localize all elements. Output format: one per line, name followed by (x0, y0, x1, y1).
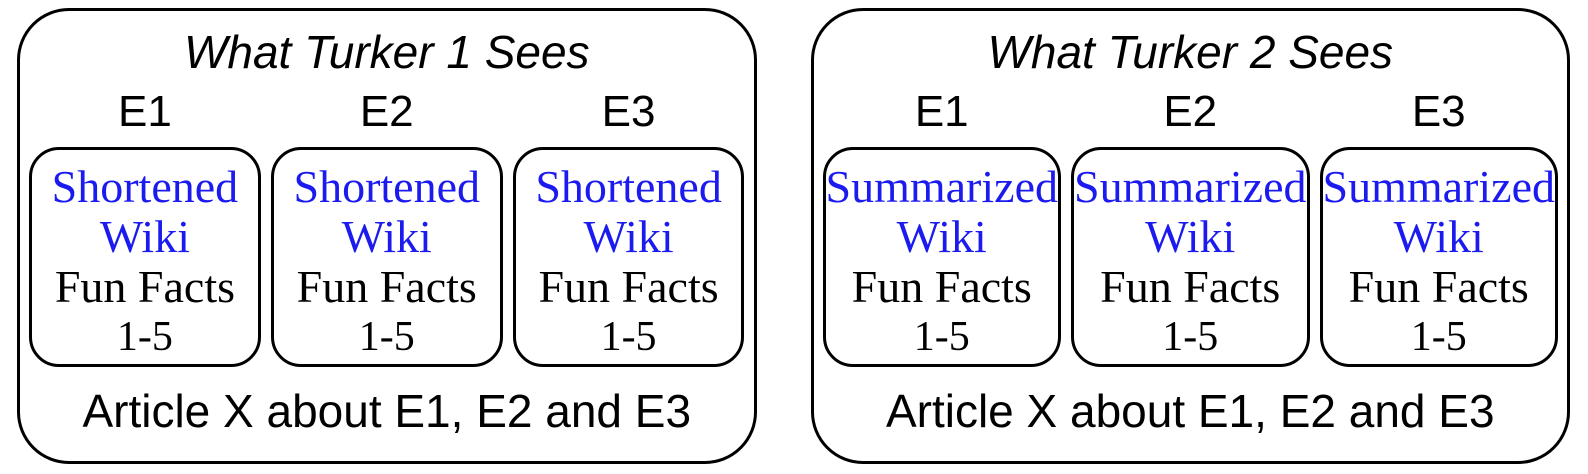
entity-label-e2: E2 (359, 87, 414, 136)
turker-1-panel: What Turker 1 Sees E1 Shortened Wiki Fun… (17, 8, 757, 464)
entity-label-e3: E3 (601, 87, 656, 136)
entity-card-e1: Summarized Wiki Fun Facts 1-5 (822, 147, 1061, 367)
wiki-text-line2: Wiki (1393, 211, 1484, 262)
wiki-text-line1: Shortened (293, 161, 480, 212)
turker-1-entity-columns: E1 Shortened Wiki Fun Facts 1-5 E2 Short… (20, 79, 754, 367)
fun-facts-range: 1-5 (358, 314, 415, 360)
fun-facts-range: 1-5 (1410, 314, 1467, 360)
entity-label-e1: E1 (118, 87, 172, 136)
wiki-text-line1: Summarized (1074, 161, 1307, 212)
wiki-text-line1: Summarized (1322, 161, 1556, 212)
wiki-text-line1: Summarized (825, 161, 1059, 212)
entity-card-e3: Shortened Wiki Fun Facts 1-5 (512, 147, 745, 367)
wiki-text-line2: Wiki (341, 211, 432, 262)
entity-card-e2: Shortened Wiki Fun Facts 1-5 (270, 147, 503, 367)
entity-label-e1: E1 (914, 87, 969, 136)
wiki-text-line2: Wiki (1145, 211, 1236, 262)
turker-1-column-e1: E1 Shortened Wiki Fun Facts 1-5 (29, 79, 261, 367)
turker-1-column-e2: E2 Shortened Wiki Fun Facts 1-5 (270, 79, 503, 367)
fun-facts-text: Fun Facts (296, 261, 477, 312)
fun-facts-range: 1-5 (913, 314, 970, 360)
entity-card-e2: Summarized Wiki Fun Facts 1-5 (1071, 147, 1310, 367)
fun-facts-range: 1-5 (1162, 314, 1219, 360)
wiki-text-line1: Shortened (51, 161, 239, 212)
fun-facts-text: Fun Facts (851, 261, 1032, 312)
fun-facts-text: Fun Facts (1348, 261, 1529, 312)
fun-facts-text: Fun Facts (538, 261, 719, 312)
wiki-text-line2: Wiki (99, 211, 190, 262)
turker-1-column-e3: E3 Shortened Wiki Fun Facts 1-5 (512, 79, 745, 367)
fun-facts-range: 1-5 (116, 314, 173, 360)
fun-facts-text: Fun Facts (54, 261, 235, 312)
entity-card-e3: Summarized Wiki Fun Facts 1-5 (1319, 147, 1558, 367)
fun-facts-text: Fun Facts (1100, 261, 1281, 312)
entity-label-e3: E3 (1411, 87, 1466, 136)
turker-2-panel-title: What Turker 2 Sees (987, 26, 1394, 78)
entity-label-e2: E2 (1163, 87, 1218, 136)
turker-2-column-e2: E2 Summarized Wiki Fun Facts 1-5 (1071, 79, 1310, 367)
wiki-text-line2: Wiki (896, 211, 987, 262)
turker-2-entity-columns: E1 Summarized Wiki Fun Facts 1-5 E2 Summ… (814, 79, 1568, 367)
fun-facts-range: 1-5 (600, 314, 657, 360)
turker-2-column-e3: E3 Summarized Wiki Fun Facts 1-5 (1319, 79, 1558, 367)
turker-2-column-e1: E1 Summarized Wiki Fun Facts 1-5 (822, 79, 1061, 367)
wiki-text-line2: Wiki (583, 211, 674, 262)
turker-1-panel-title: What Turker 1 Sees (183, 26, 590, 78)
turker-2-panel: What Turker 2 Sees E1 Summarized Wiki Fu… (810, 8, 1570, 464)
wiki-text-line1: Shortened (535, 161, 722, 212)
turker-1-article-caption: Article X about E1, E2 and E3 (82, 385, 692, 437)
entity-card-e1: Shortened Wiki Fun Facts 1-5 (29, 147, 261, 367)
turker-2-article-caption: Article X about E1, E2 and E3 (885, 385, 1495, 437)
